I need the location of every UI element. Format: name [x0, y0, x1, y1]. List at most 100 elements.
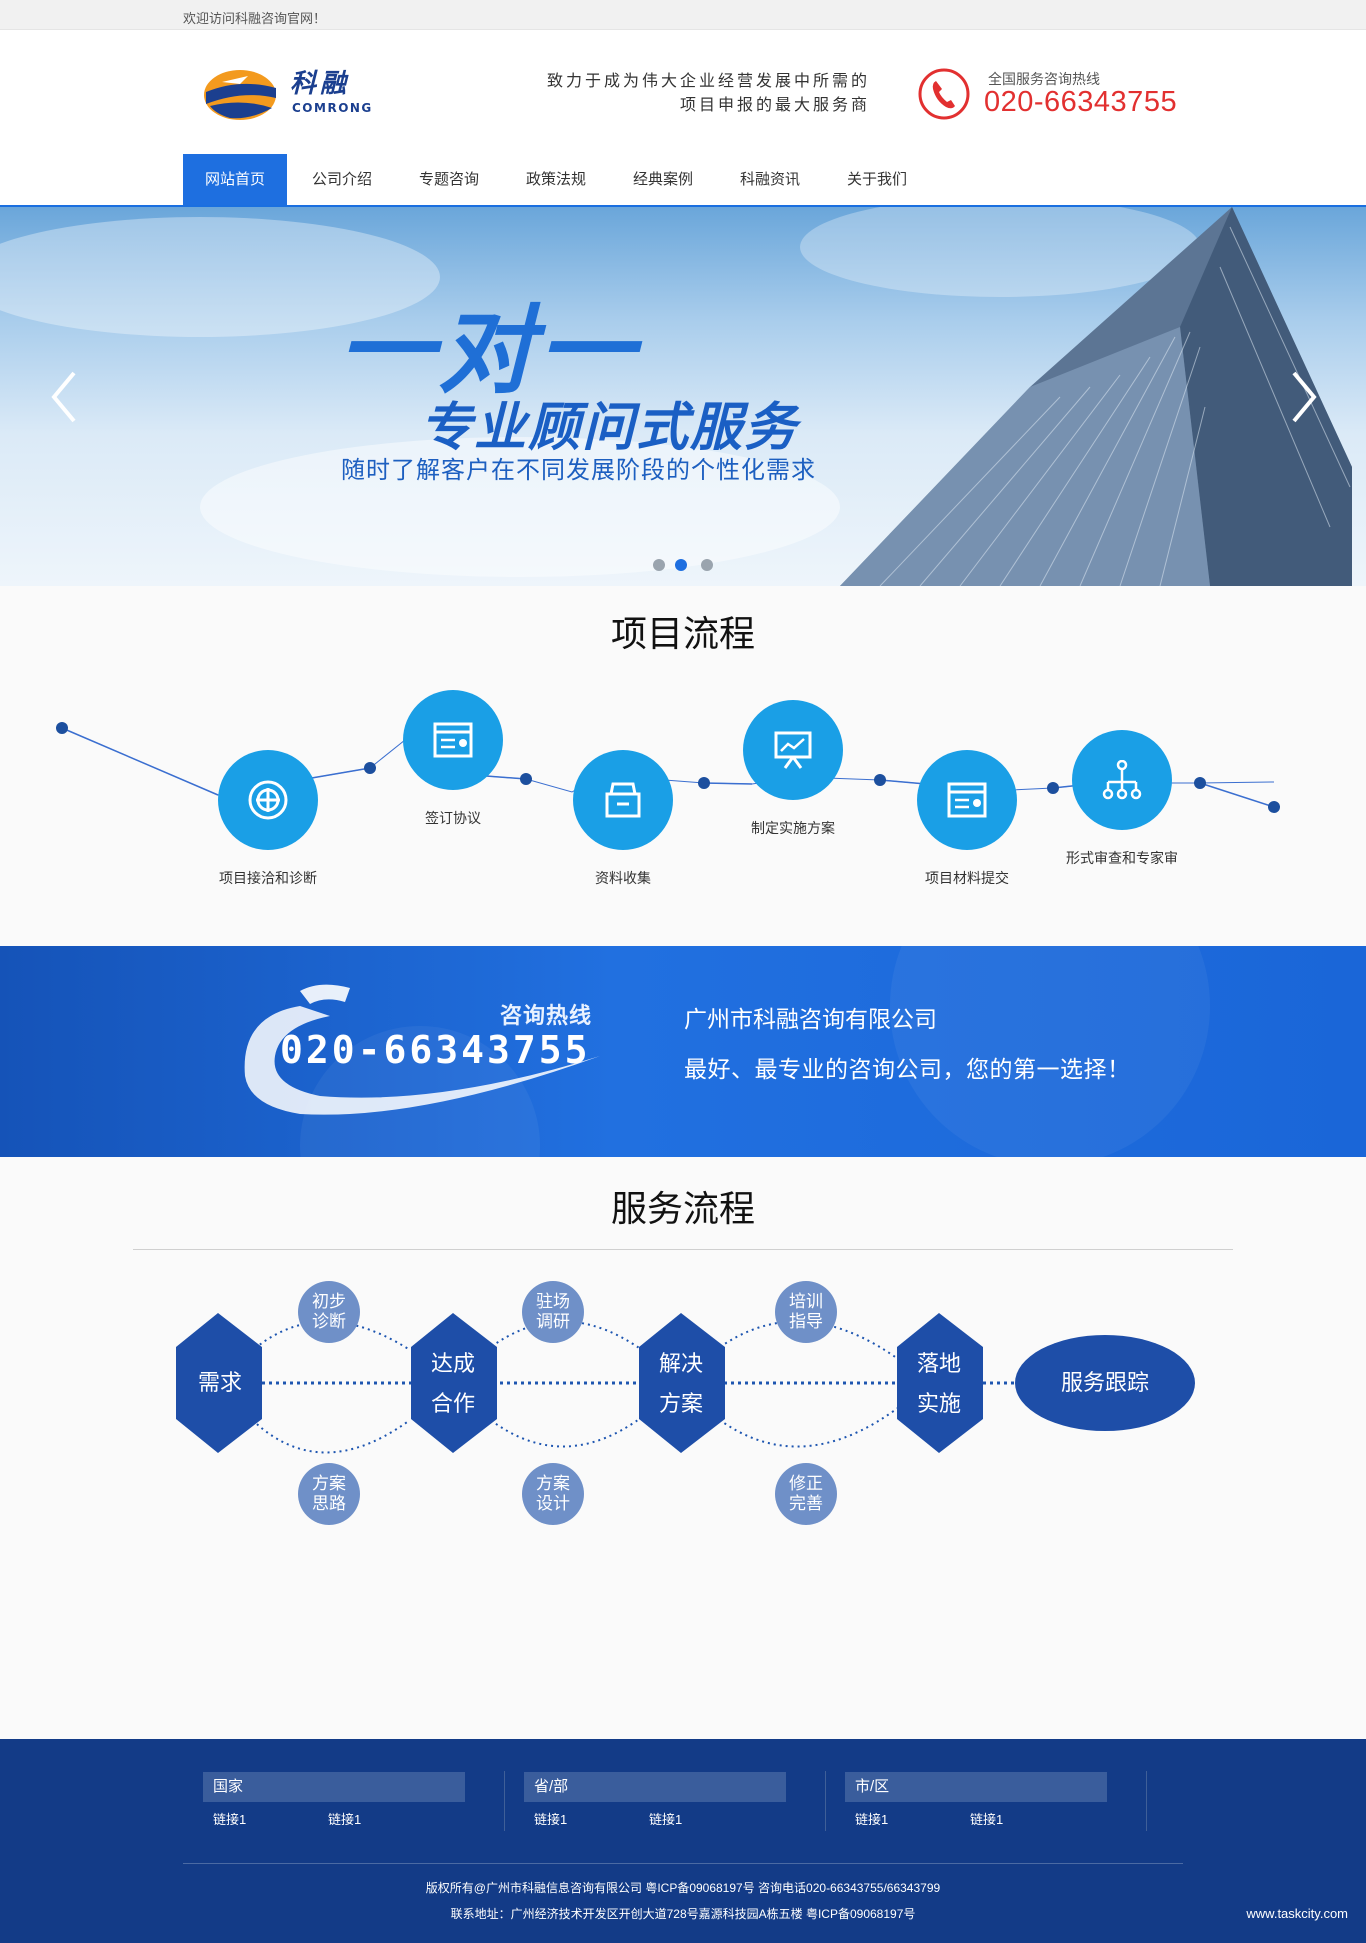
- footer-address: 联系地址：广州经济技术开发区开创大道728号嘉源科技园A栋五楼 粤ICP备090…: [450, 1907, 916, 1921]
- phone-icon: [918, 68, 970, 120]
- flow-node: [698, 777, 710, 789]
- step-6-label: 形式审查和专家审: [1066, 850, 1178, 866]
- project-flow-connector: [56, 722, 1280, 813]
- band-hotline-label: 咨询热线: [500, 1003, 593, 1028]
- logo[interactable]: 科融 COMRONG: [200, 62, 420, 124]
- flow-node: [1047, 782, 1059, 794]
- step-3-circle[interactable]: [573, 750, 673, 850]
- service-main-5: [1015, 1335, 1195, 1431]
- browser-window-icon: [433, 722, 473, 758]
- service-top-2-label: 驻场 调研: [536, 1292, 570, 1331]
- service-main-1-label: 需求: [197, 1370, 242, 1395]
- flow-node: [520, 773, 532, 785]
- banner-title: 一对一: [338, 298, 638, 405]
- nav-item-topics[interactable]: 专题咨询: [418, 171, 479, 188]
- footer-copyright: 版权所有@广州市科融信息咨询有限公司 粤ICP备09068197号 咨询电话02…: [425, 1881, 941, 1895]
- flow-node: [56, 722, 68, 734]
- service-main-2-label: 达成 合作: [430, 1351, 475, 1416]
- service-top-3-label: 培训 指导: [789, 1292, 823, 1331]
- slogan-line1: 致力于成为伟大企业经营发展中所需的: [546, 73, 870, 90]
- service-main-2: [411, 1313, 497, 1453]
- banner-background: [0, 207, 1352, 586]
- footer-link[interactable]: 链接1: [649, 1812, 683, 1827]
- slide-dot-3[interactable]: [701, 559, 713, 571]
- service-flow-diagram: [176, 1281, 1195, 1525]
- nav-item-home[interactable]: 网站首页: [183, 154, 287, 205]
- watermark: www.taskcity.com: [1246, 1906, 1348, 1921]
- presentation-chart-icon: [774, 731, 812, 769]
- service-bottom-2-label: 方案 设计: [536, 1474, 570, 1513]
- browser-window-icon: [947, 782, 987, 818]
- service-main-3: [639, 1313, 725, 1453]
- footer-divider: [1146, 1771, 1147, 1831]
- chevron-left-icon[interactable]: [46, 367, 86, 427]
- logo-cn: 科融: [290, 69, 350, 99]
- footer-col-city-head: 市/区: [845, 1772, 1107, 1802]
- footer-link[interactable]: 链接1: [855, 1812, 889, 1827]
- band-background: [244, 946, 1210, 1157]
- project-flow-title: 项目流程: [610, 613, 755, 654]
- footer-link[interactable]: 链接1: [534, 1812, 568, 1827]
- main-nav: 网站首页 公司介绍 专题咨询 政策法规 经典案例 科融资讯 关于我们: [0, 154, 1366, 207]
- logo-mark-icon: 科融 COMRONG: [204, 69, 373, 120]
- hotline-number: 020-66343755: [984, 86, 1178, 118]
- nav-item-policies[interactable]: 政策法规: [525, 171, 586, 188]
- service-main-1: [176, 1313, 262, 1453]
- band-company-name: 广州市科融咨询有限公司: [684, 1006, 937, 1032]
- band-slogan: 最好、最专业的咨询公司，您的第一选择！: [684, 1056, 1131, 1082]
- step-3-label: 资料收集: [595, 870, 651, 886]
- step-1-circle[interactable]: [218, 750, 318, 850]
- nav-item-about-company[interactable]: 公司介绍: [311, 171, 372, 188]
- step-4-circle[interactable]: [743, 700, 843, 800]
- footer-col-national-head: 国家: [203, 1772, 465, 1802]
- footer-link[interactable]: 链接1: [328, 1812, 362, 1827]
- step-5-circle[interactable]: [917, 750, 1017, 850]
- flow-node: [364, 762, 376, 774]
- header: 科融 COMRONG 致力于成为伟大企业经营发展中所需的 项目申报的最大服务商 …: [0, 30, 1366, 154]
- banner-subtitle: 专业顾问式服务: [420, 399, 799, 457]
- service-main-4: [897, 1313, 983, 1453]
- crosshair-icon: [248, 780, 288, 820]
- service-top-2: [522, 1281, 584, 1343]
- step-6-circle[interactable]: [1072, 730, 1172, 830]
- footer-link[interactable]: 链接1: [213, 1812, 247, 1827]
- hotline-label: 全国服务咨询热线: [988, 71, 1100, 87]
- slide-dot-1[interactable]: [653, 559, 665, 571]
- service-bottom-1-label: 方案 思路: [312, 1474, 346, 1513]
- banner-description: 随时了解客户在不同发展阶段的个性化需求: [341, 457, 816, 484]
- step-5-label: 项目材料提交: [925, 870, 1009, 886]
- chevron-right-icon[interactable]: [1282, 367, 1322, 427]
- service-top-1: [298, 1281, 360, 1343]
- footer-link[interactable]: 链接1: [970, 1812, 1004, 1827]
- step-4-label: 制定实施方案: [751, 820, 835, 836]
- flow-node: [1268, 801, 1280, 813]
- service-bottom-3: [775, 1463, 837, 1525]
- service-flow-title: 服务流程: [610, 1188, 755, 1229]
- hotline-band: 咨询热线 020-66343755 广州市科融咨询有限公司 最好、最专业的咨询公…: [0, 946, 1366, 1157]
- nav-item-cases[interactable]: 经典案例: [632, 171, 693, 188]
- welcome-text: 欢迎访问科融咨询官网！: [183, 11, 327, 26]
- service-main-4-label: 落地 实施: [916, 1351, 961, 1416]
- flow-node: [874, 774, 886, 786]
- org-chart-icon: [1102, 760, 1142, 800]
- service-bottom-3-label: 修正 完善: [789, 1474, 823, 1513]
- nav-item-contact[interactable]: 关于我们: [846, 171, 907, 188]
- service-bottom-1: [298, 1463, 360, 1525]
- header-slogan: 致力于成为伟大企业经营发展中所需的 项目申报的最大服务商: [510, 70, 870, 118]
- slogan-line2: 项目申报的最大服务商: [679, 97, 870, 114]
- step-2-circle[interactable]: [403, 690, 503, 790]
- service-top-1-label: 初步 诊断: [312, 1292, 346, 1331]
- footer-divider: [504, 1771, 505, 1831]
- nav-item-news[interactable]: 科融资讯: [739, 171, 800, 188]
- service-main-3-label: 解决 方案: [658, 1351, 703, 1416]
- service-bottom-2: [522, 1463, 584, 1525]
- footer-rule: [183, 1863, 1183, 1864]
- logo-en: COMRONG: [292, 101, 373, 115]
- archive-box-icon: [605, 782, 641, 818]
- top-bar: 欢迎访问科融咨询官网！: [0, 0, 1366, 30]
- slide-dot-2[interactable]: [675, 559, 687, 571]
- footer-divider: [825, 1771, 826, 1831]
- step-2-label: 签订协议: [425, 810, 481, 826]
- step-1-label: 项目接洽和诊断: [219, 870, 317, 886]
